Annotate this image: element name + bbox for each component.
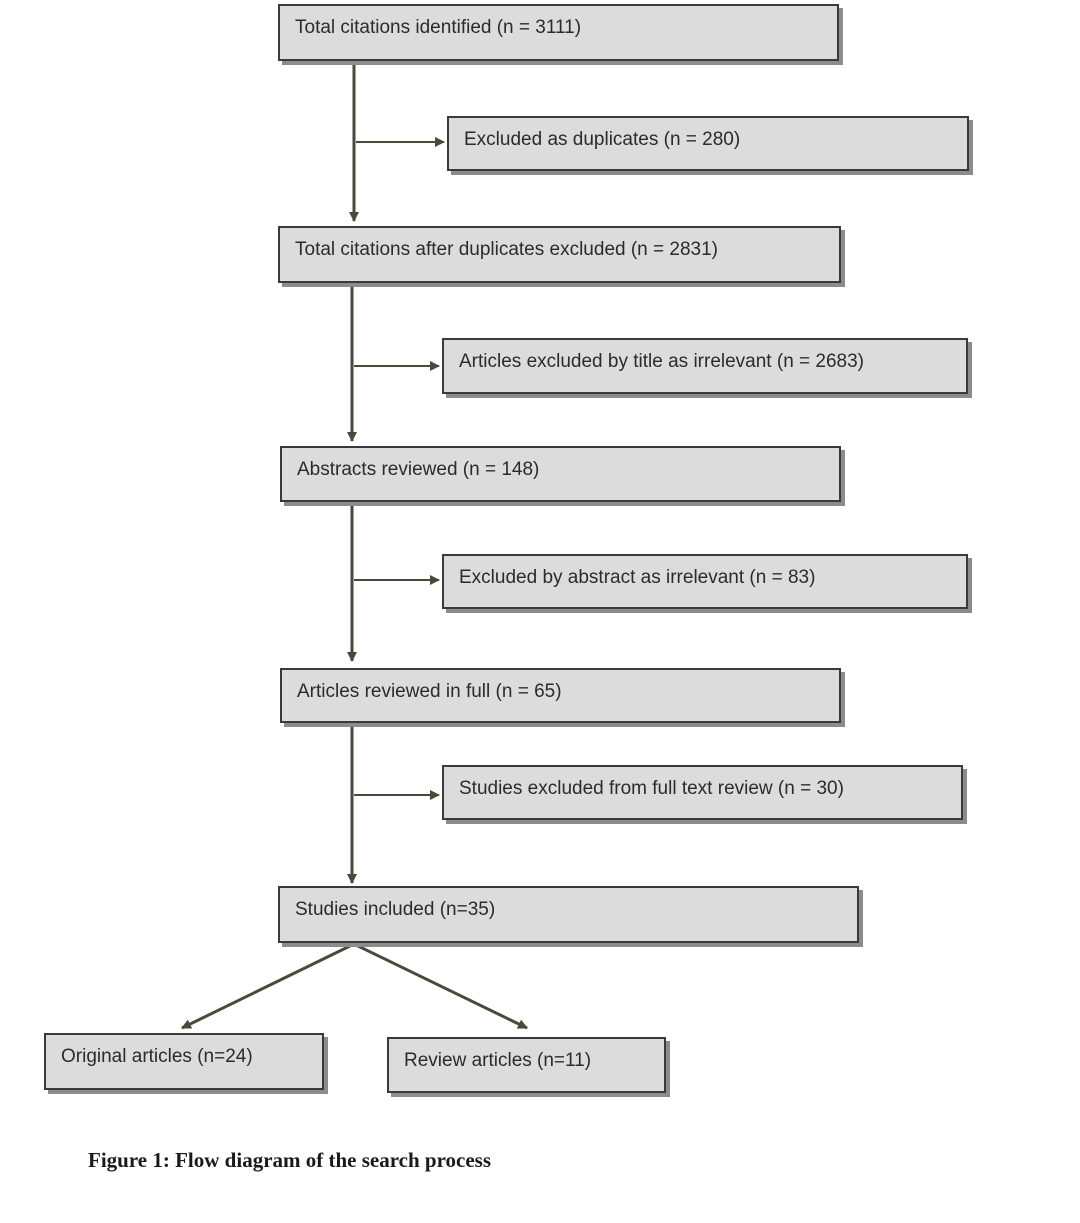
total-citations-identified-label: Total citations identified (n = 3111) xyxy=(295,17,582,38)
excluded-full-text-box: Studies excluded from full text review (… xyxy=(442,765,963,820)
abstracts-reviewed-label: Abstracts reviewed (n = 148) xyxy=(297,459,540,480)
original-articles-label: Original articles (n=24) xyxy=(61,1046,253,1067)
arrow-included-to-review xyxy=(355,943,528,1030)
excluded-abstract-label: Excluded by abstract as irrelevant (n = … xyxy=(459,567,816,588)
review-articles-box: Review articles (n=11) xyxy=(387,1037,666,1093)
excluded-title-box: Articles excluded by title as irrelevant… xyxy=(442,338,968,394)
excluded-duplicates-label: Excluded as duplicates (n = 280) xyxy=(464,129,741,150)
studies-included-label: Studies included (n=35) xyxy=(295,899,496,920)
review-articles-label: Review articles (n=11) xyxy=(404,1050,592,1071)
excluded-abstract-box: Excluded by abstract as irrelevant (n = … xyxy=(442,554,968,609)
excluded-full-text-label: Studies excluded from full text review (… xyxy=(459,778,844,799)
abstracts-reviewed-box: Abstracts reviewed (n = 148) xyxy=(280,446,841,502)
arrow-included-to-original xyxy=(181,943,353,1030)
total-citations-identified-box: Total citations identified (n = 3111) xyxy=(278,4,839,61)
excluded-duplicates-box: Excluded as duplicates (n = 280) xyxy=(447,116,969,171)
full-review-label: Articles reviewed in full (n = 65) xyxy=(297,681,562,702)
after-duplicates-box: Total citations after duplicates exclude… xyxy=(278,226,841,283)
after-duplicates-label: Total citations after duplicates exclude… xyxy=(295,239,719,260)
full-review-box: Articles reviewed in full (n = 65) xyxy=(280,668,841,723)
excluded-title-label: Articles excluded by title as irrelevant… xyxy=(459,351,865,372)
studies-included-box: Studies included (n=35) xyxy=(278,886,859,943)
original-articles-box: Original articles (n=24) xyxy=(44,1033,324,1090)
figure-caption: Figure 1: Flow diagram of the search pro… xyxy=(88,1148,492,1172)
